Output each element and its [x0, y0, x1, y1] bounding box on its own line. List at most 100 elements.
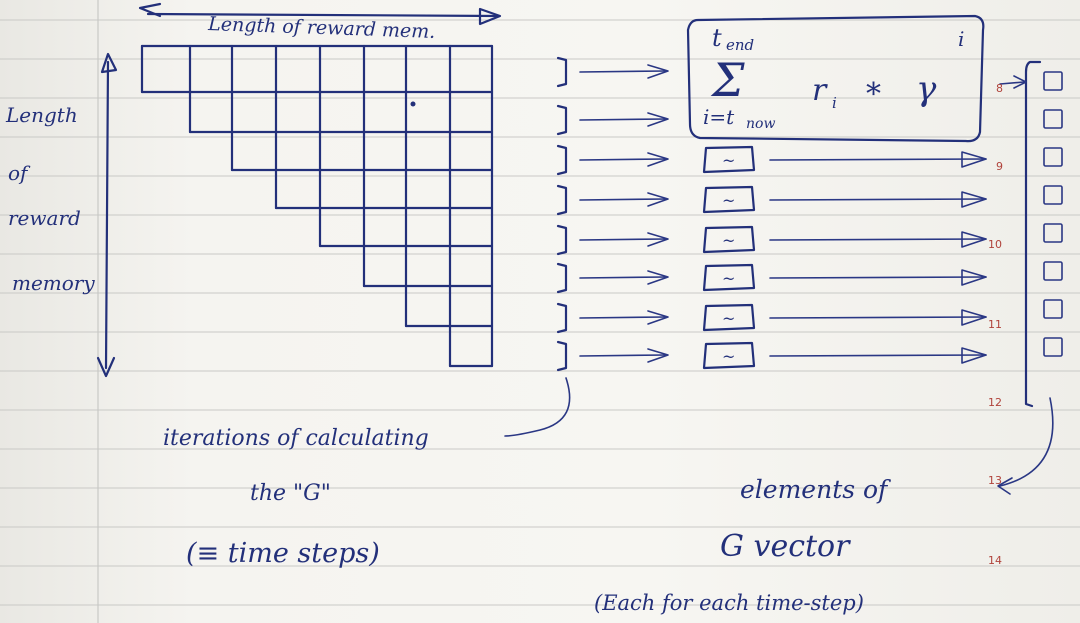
g-placeholder-text: ~	[722, 309, 735, 328]
row-arrow-head	[647, 232, 669, 247]
long-arrow	[769, 276, 987, 279]
g-placeholder-box	[702, 263, 756, 292]
long-arrow	[769, 158, 987, 161]
elements-pointer-arrow	[999, 397, 1054, 487]
long-arrow-head	[961, 347, 987, 364]
page-number-12: 12	[988, 396, 1002, 409]
row-bracket	[556, 262, 568, 294]
g-placeholder-text: ~	[722, 191, 735, 210]
formula-reward-term: r	[812, 73, 828, 108]
iterations-label-line-2: the "G"	[250, 481, 331, 506]
long-arrow-head	[961, 269, 987, 286]
row-arrow-head	[647, 310, 669, 325]
page-number-13: 13	[988, 474, 1002, 487]
iterations-label-line-1: iterations of calculating	[163, 426, 429, 451]
g-placeholder-box	[702, 145, 756, 174]
formula-exponent: i	[958, 27, 964, 51]
iteration-rows: ~ ~ ~ ~ ~ ~	[556, 56, 987, 372]
long-arrow	[769, 354, 987, 357]
row-arrow	[579, 238, 667, 241]
g-vector-element	[1043, 337, 1063, 357]
g-placeholder-text: ~	[722, 269, 735, 288]
long-arrow	[769, 316, 987, 319]
page-number-10: 10	[988, 238, 1002, 251]
g-vector	[999, 60, 1063, 408]
left-axis-label-line-1: Length	[5, 103, 78, 127]
row-arrow	[579, 354, 667, 357]
row-bracket	[556, 224, 568, 256]
row-bracket	[556, 184, 568, 216]
top-axis-label: Length of reward mem.	[207, 13, 436, 43]
left-axis-arrow	[96, 52, 118, 378]
formula-gamma: γ	[916, 69, 937, 109]
reward-memory-triangle	[140, 44, 494, 368]
iteration-row: ~	[556, 262, 987, 294]
iteration-row: ~	[556, 184, 987, 216]
row-arrow	[579, 316, 667, 319]
iterations-label-line-3: (≡ time steps)	[186, 538, 380, 569]
g-placeholder-text: ~	[722, 347, 735, 366]
row-arrow-head	[647, 64, 669, 79]
row-arrow	[579, 158, 667, 161]
g-placeholder-text: ~	[722, 151, 735, 170]
g-placeholder-box	[702, 341, 756, 370]
row-arrow	[579, 198, 667, 201]
row-bracket	[556, 302, 568, 334]
formula-box: t end Σ i=t now r i * γ i	[686, 14, 985, 143]
page-number-11: 11	[988, 318, 1002, 331]
long-arrow-head	[961, 231, 987, 248]
g-vector-element	[1043, 223, 1063, 243]
formula-lower-limit-sub: now	[746, 116, 775, 132]
long-arrow-head	[961, 151, 987, 168]
formula-lower-limit: i=t	[703, 105, 735, 129]
page-number-9: 9	[996, 160, 1003, 173]
row-arrow-head	[647, 152, 669, 167]
g-vector-element	[1043, 71, 1063, 91]
iteration-row: ~	[556, 224, 987, 256]
g-vector-element	[1043, 185, 1063, 205]
page-number-8: 8	[996, 82, 1003, 95]
elements-label-line-2: G vector	[720, 529, 851, 564]
row-arrow	[579, 118, 667, 121]
long-arrow	[769, 198, 987, 201]
formula-multiply: *	[866, 77, 881, 112]
formula-reward-sub: i	[832, 94, 837, 112]
iterations-pointer-arrow	[504, 377, 571, 437]
g-vector-element	[1043, 147, 1063, 167]
g-placeholder-box	[702, 225, 756, 254]
formula-upper-limit-sub: end	[726, 36, 754, 54]
row-arrow-head	[647, 348, 669, 363]
row-bracket	[556, 144, 568, 176]
long-arrow	[769, 238, 987, 241]
row-bracket	[556, 104, 568, 136]
iteration-row: ~	[556, 144, 987, 176]
g-placeholder-box	[702, 185, 756, 214]
row-bracket	[556, 56, 568, 88]
row-arrow-head	[647, 270, 669, 285]
row-bracket	[556, 340, 568, 372]
row-arrow	[579, 276, 667, 279]
row-arrow	[579, 70, 667, 73]
elements-label-line-3: (Each for each time-step)	[594, 591, 864, 615]
row-arrow-head	[647, 192, 669, 207]
formula-sigma: Σ	[710, 53, 745, 107]
ruled-lines	[0, 19, 1080, 606]
elements-label-line-1: elements of	[740, 475, 891, 504]
long-arrow-head	[961, 191, 987, 208]
g-vector-element	[1043, 261, 1063, 281]
formula-upper-limit: t	[712, 24, 722, 52]
iteration-row: ~	[556, 302, 987, 334]
g-vector-element	[1043, 109, 1063, 129]
long-arrow-head	[961, 309, 987, 326]
left-axis-label-line-3: reward	[8, 206, 81, 230]
ink-dot	[410, 101, 416, 107]
left-axis-label-line-4: memory	[12, 271, 95, 295]
row-arrow-head	[647, 112, 669, 127]
page-number-14: 14	[988, 554, 1002, 567]
g-placeholder-box	[702, 303, 756, 332]
g-placeholder-text: ~	[722, 231, 735, 250]
top-axis-arrow	[138, 2, 502, 26]
iteration-row	[556, 56, 669, 88]
